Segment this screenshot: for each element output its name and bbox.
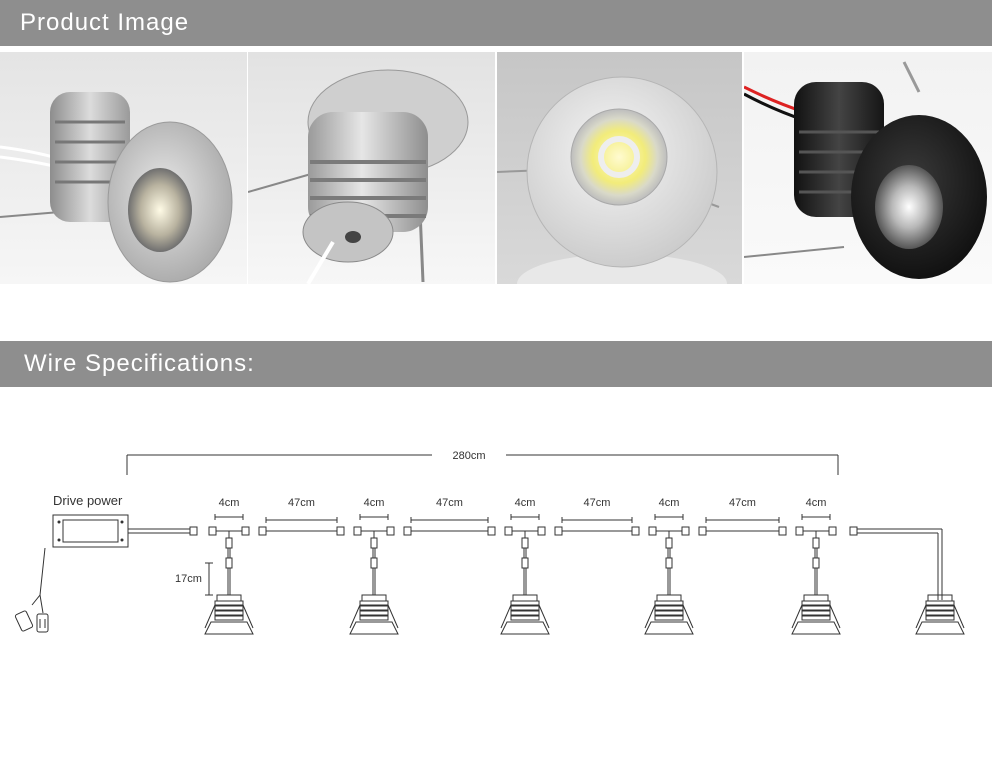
link-connector	[258, 526, 267, 536]
segment-47cm-label: 47cm	[436, 497, 463, 509]
segment-4cm-label: 4cm	[364, 497, 385, 509]
total-length-label: 280cm	[452, 450, 485, 462]
link-connector	[336, 526, 345, 536]
drop-length-label: 17cm	[175, 573, 202, 585]
light-unit	[349, 526, 399, 635]
product-photo-silver-side	[248, 52, 495, 284]
link-connector	[554, 526, 563, 536]
link-connector	[631, 526, 640, 536]
drive-power-unit: Drive power	[52, 493, 198, 548]
light-unit	[791, 526, 841, 635]
drive-power-label: Drive power	[53, 493, 123, 508]
product-image-header: Product Image	[0, 0, 992, 46]
product-photo-silver-front	[0, 52, 247, 284]
link-connector	[698, 526, 707, 536]
segment-47cm-label: 47cm	[584, 497, 611, 509]
link-connector	[403, 526, 412, 536]
segment-4cm-label: 4cm	[806, 497, 827, 509]
light-unit	[644, 526, 694, 635]
end-lead	[849, 526, 943, 600]
wire-specifications-title: Wire Specifications:	[24, 350, 255, 377]
wiring-diagram: 280cm Drive power 4cm 47cm 4cm 47cm 4cm 47cm 4…	[14, 450, 965, 635]
segment-47cm-label: 47cm	[288, 497, 315, 509]
wire-specifications-header: Wire Specifications:	[0, 341, 992, 387]
segment-4cm-label: 4cm	[659, 497, 680, 509]
segment-47cm-label: 47cm	[729, 497, 756, 509]
segment-4cm-label: 4cm	[219, 497, 240, 509]
light-unit	[204, 526, 254, 635]
light-unit	[500, 526, 550, 635]
segment-4cm-label: 4cm	[515, 497, 536, 509]
product-photo-white-face	[497, 52, 742, 284]
product-photo-black-front	[744, 52, 992, 284]
light-unit-end	[915, 594, 965, 635]
power-plug	[14, 547, 49, 633]
link-connector	[778, 526, 787, 536]
product-image-title: Product Image	[20, 9, 190, 36]
link-connector	[487, 526, 496, 536]
